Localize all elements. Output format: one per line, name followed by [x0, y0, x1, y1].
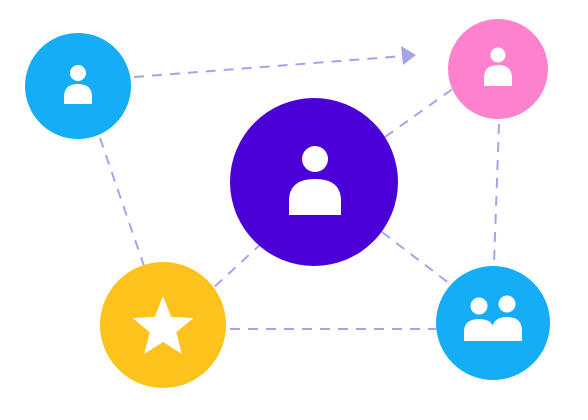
- edge-topleft-bottomleft: [99, 137, 145, 267]
- star-icon: [132, 296, 194, 354]
- node-circle: [436, 266, 550, 380]
- node-bottom-right[interactable]: [436, 266, 550, 380]
- edge-topright-bottomright: [493, 123, 500, 265]
- node-top-right[interactable]: [448, 19, 548, 119]
- user-icon: [64, 65, 92, 104]
- node-center[interactable]: [230, 98, 398, 266]
- user-icon: [289, 146, 341, 215]
- connectors: [99, 46, 500, 330]
- edge-topleft-topright: [133, 55, 405, 78]
- node-bottom-left[interactable]: [100, 262, 226, 388]
- node-top-left[interactable]: [25, 33, 131, 139]
- arrowhead-icon: [401, 46, 416, 65]
- users-group-icon: [464, 295, 522, 341]
- edge-center-bottomleft: [211, 242, 263, 290]
- user-icon: [484, 47, 512, 86]
- edge-center-topright: [384, 87, 455, 138]
- edge-center-bottomright: [381, 231, 451, 285]
